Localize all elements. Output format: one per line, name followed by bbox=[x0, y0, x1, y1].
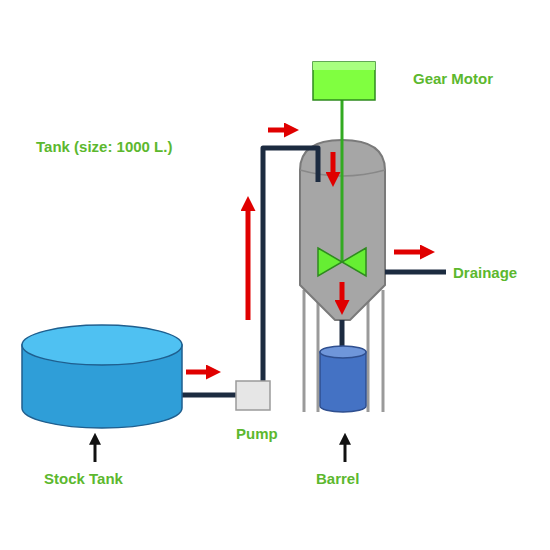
barrel-top bbox=[320, 346, 366, 358]
part-label: Stock Tank bbox=[44, 470, 123, 488]
part-label: Gear Motor bbox=[413, 70, 493, 88]
part-label: Drainage bbox=[453, 264, 517, 282]
pump bbox=[236, 381, 270, 410]
outlet-pipe bbox=[340, 320, 345, 348]
part-label: Tank (size: 1000 L.) bbox=[36, 138, 172, 156]
gear-motor bbox=[313, 62, 375, 100]
stock-tank bbox=[22, 325, 182, 428]
barrel bbox=[320, 346, 366, 412]
barrel-body bbox=[320, 352, 366, 412]
riser-pipe bbox=[263, 148, 318, 381]
part-label: Barrel bbox=[316, 470, 359, 488]
mixer-shaft bbox=[341, 100, 344, 262]
flow-arrows bbox=[186, 130, 426, 372]
flow-arrow bbox=[246, 205, 251, 320]
tank-leg bbox=[367, 300, 370, 412]
tank-leg bbox=[382, 290, 385, 412]
pointer-arrow bbox=[344, 440, 347, 462]
flow-arrow bbox=[186, 370, 212, 375]
flow-arrow bbox=[340, 282, 345, 306]
drainage-pipe bbox=[385, 270, 446, 275]
mixer-blade bbox=[318, 248, 366, 276]
feed-pipe bbox=[180, 393, 236, 398]
pointer-arrow bbox=[94, 440, 97, 462]
tank-leg bbox=[317, 300, 320, 412]
gear-motor-top bbox=[313, 62, 375, 70]
tank-leg bbox=[303, 290, 306, 412]
pointer-arrows bbox=[95, 440, 345, 462]
stock-tank-top bbox=[22, 325, 182, 365]
pipes bbox=[180, 148, 446, 395]
part-label: Pump bbox=[236, 425, 278, 443]
flow-arrow bbox=[268, 128, 290, 133]
flow-arrow bbox=[394, 250, 426, 255]
flow-arrow bbox=[331, 152, 336, 178]
